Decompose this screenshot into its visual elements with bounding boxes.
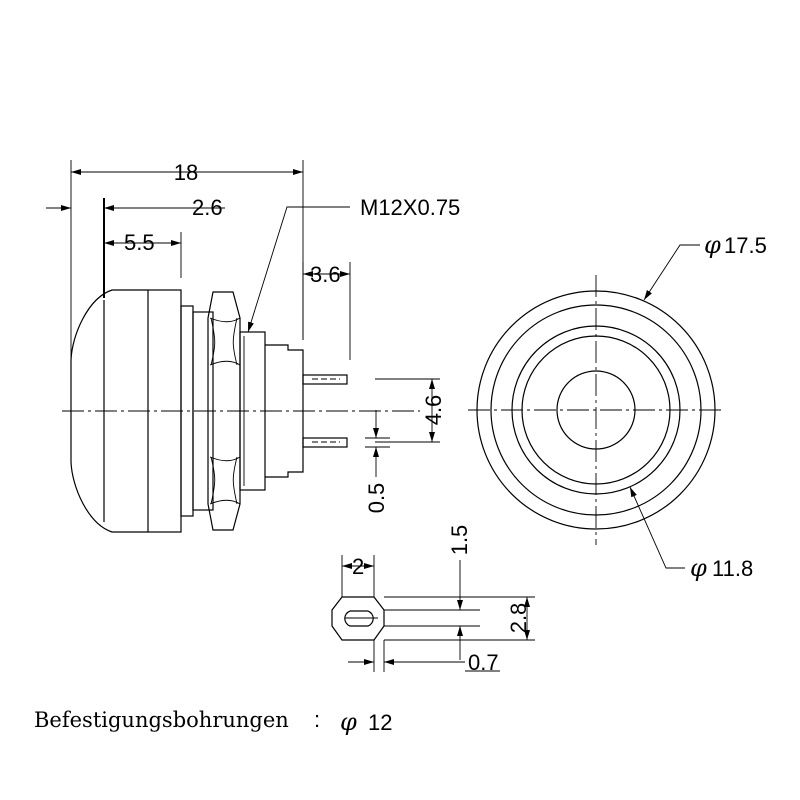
terminals [302,374,348,448]
phi-outer-symbol: φ [704,231,721,259]
dim-inner-diameter: 11.8 [712,556,753,581]
dim-hole-offset: 0.7 [468,650,499,675]
dim-cap-length: 5.5 [124,230,155,255]
dim-hole-width: 1.5 [447,525,472,556]
button-cap [70,289,148,533]
caption-label: Befestigungsbohrungen [34,708,289,732]
hex-nut [207,291,241,531]
dim-overall-length: 18 [174,160,198,185]
dim-terminal-spacing: 4.6 [421,395,446,426]
dim-terminal-width: 2 [352,554,364,579]
caption-separator: : [314,707,320,732]
threaded-body [239,331,266,491]
dim-terminal-height: 2.8 [506,603,531,634]
thread-spec-label: M12X0.75 [360,195,460,220]
dim-terminal-thickness: 0.5 [364,483,389,514]
phi-inner-symbol: φ [690,554,707,582]
dim-cap-offset: 2.6 [192,195,223,220]
dim-outer-diameter: 17.5 [724,233,767,258]
side-view: 18 2.6 5.5 M12X0.75 3.6 4.6 0.5 [46,160,460,533]
caption: Befestigungsbohrungen : φ 12 [34,707,392,736]
terminal-detail: 2 1.5 2.8 0.7 [331,525,535,675]
caption-value: 12 [368,710,392,735]
caption-phi-symbol: φ [340,708,357,736]
dim-terminal-length: 3.6 [310,262,341,287]
front-view: φ 17.5 φ 11.8 [468,231,767,582]
